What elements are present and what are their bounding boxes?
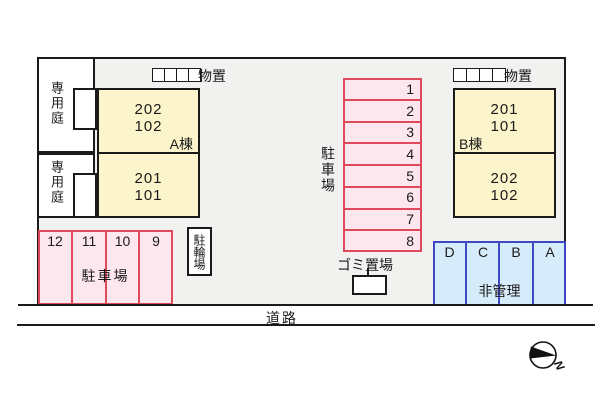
unit-number: 202 [490,170,519,187]
compass-icon: N [529,341,568,373]
parking-divider [343,99,422,101]
parking-space-8: 8 [406,233,414,249]
section-divider [498,241,500,306]
private-garden-2-label: 専用庭 [49,160,64,205]
parking-space-1: 1 [406,81,414,97]
parking-space-7: 7 [406,211,414,227]
road-label: 道路 [266,310,298,326]
garbage-box [352,275,387,295]
parking-divider [343,208,422,210]
parking-space-4: 4 [406,146,414,162]
unit-number: 102 [134,118,163,135]
building-b-upper-units: 201 101 [453,101,556,135]
shed-cell [466,68,480,82]
space-c: C [477,244,489,260]
road-top-line [18,304,593,306]
parking-divider [343,121,422,123]
shed-cell [453,68,467,82]
parking-divider [343,142,422,144]
parking-divider [343,186,422,188]
road-bottom-line [17,324,595,326]
building-a-name: A棟 [169,136,193,152]
shed-cell [188,68,201,82]
unit-number: 201 [490,101,519,118]
parking-divider [343,164,422,166]
unit-number: 201 [134,170,163,187]
parking-space-10: 10 [114,233,131,249]
shed-b-label: 物置 [504,68,532,84]
private-garden-2-step [73,173,97,218]
building-a-lower-units: 201 101 [97,170,200,204]
parking-space-3: 3 [406,124,414,140]
shed-cell [492,68,506,82]
bicycle-parking-label: 駐輪場 [192,233,206,270]
private-garden-1-step [73,88,97,130]
garbage-leader-line [367,268,369,276]
unit-number: 102 [490,187,519,204]
unit-number: 101 [490,118,519,135]
space-d: D [444,244,455,260]
parking-space-12: 12 [47,233,63,249]
section-divider [532,241,534,306]
garbage-area-label: ゴミ置場 [337,257,393,273]
unmanaged-label: 非管理 [478,283,521,299]
parking-divider [105,230,107,305]
left-parking-label: 駐車場 [81,268,130,284]
building-a-upper-units: 202 102 [97,101,200,135]
parking-divider [71,230,73,305]
shed-a-cells [152,68,201,82]
shed-cell [479,68,493,82]
parking-space-2: 2 [406,103,414,119]
parking-divider [138,230,140,305]
building-b-lower-units: 202 102 [453,170,556,204]
building-a-floor-divider [97,152,200,154]
parking-space-6: 6 [406,189,414,205]
parking-divider [343,229,422,231]
building-b-name: B棟 [459,136,483,152]
middle-parking-label: 駐車場 [320,146,336,194]
private-garden-1-label: 専用庭 [49,81,64,126]
space-a: A [545,244,555,260]
shed-a-label: 物置 [198,68,226,84]
space-b: B [511,244,521,260]
parking-space-9: 9 [152,233,160,249]
section-divider [465,241,467,306]
unit-number: 101 [134,187,163,204]
parking-space-5: 5 [406,168,414,184]
unit-number: 202 [134,101,163,118]
building-b-floor-divider [453,152,556,154]
shed-b-cells [453,68,506,82]
parking-space-11: 11 [81,233,97,249]
bicycle-parking-box: 駐輪場 [187,227,212,276]
